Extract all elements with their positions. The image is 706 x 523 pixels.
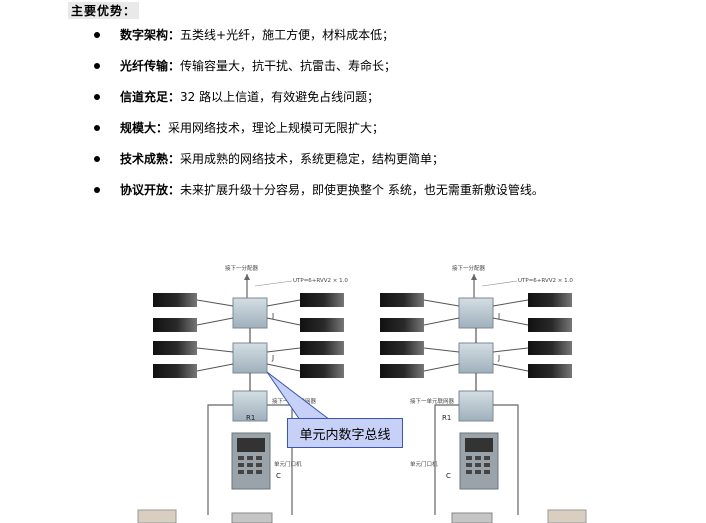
feature-desc: 五类线+光纤，施工方便，材料成本低； [180,28,395,42]
feature-term: 信道充足： [120,90,181,104]
feature-term: 技术成熟： [120,152,181,166]
left-cluster: 接下一分配器 UTP=6+RVV2 × 1.0 J J R1 接下一单元联网器 [137,264,348,523]
feature-term: 光纤传输： [120,59,181,73]
feature-item: 光纤传输：传输容量大，抗干扰、抗雷击、寿命长； [94,58,544,89]
feature-item: 协议开放：未来扩展升级十分容易，即使更换整个 系统，也无需重新敷设管线。 [94,182,544,213]
indoor-monitor [300,293,344,307]
indoor-monitor [300,341,344,355]
callout-label: 单元内数字总线 [287,418,403,448]
formula-label: UTP=6+RVV2 × 1.0 [518,278,573,284]
network-diagram: 接下一分配器 UTP=6+RVV2 × 1.0 J J R1 接下一单元联网器 [137,264,587,523]
j-label: J [497,354,500,362]
feature-item: 规模大： 采用网络技术，理论上规模可无限扩大； [94,120,544,151]
door-station-label: 单元门口机 [274,460,302,468]
switch-box [458,390,494,422]
indoor-monitor [153,318,197,332]
indoor-monitor [300,318,344,332]
power-supply [137,509,177,523]
feature-desc: 采用网络技术，理论上规模可无限扩大； [168,121,385,135]
power-supply [451,512,493,523]
indoor-monitor [528,318,572,332]
indoor-monitor [300,364,344,378]
feature-term: 规模大： [120,121,169,135]
top-label: 接下一分配器 [452,264,486,272]
j-label: J [271,312,274,320]
bullet-icon [94,125,100,131]
r1-label: R1 [246,414,255,422]
feature-term: 协议开放： [120,183,181,197]
feature-item: 信道充足：32 路以上信道，有效避免占线问题； [94,89,544,120]
feature-list: 数字架构：五类线+光纤，施工方便，材料成本低； 光纤传输：传输容量大，抗干扰、抗… [94,27,544,213]
j-label: J [497,312,500,320]
indoor-monitor [153,293,197,307]
indoor-monitor [380,293,424,307]
bullet-icon [94,63,100,69]
feature-desc: 未来扩展升级十分容易，即使更换整个 系统，也无需重新敷设管线。 [180,183,544,197]
indoor-monitor [528,341,572,355]
power-supply [547,509,587,523]
indoor-monitor [380,341,424,355]
bullet-icon [94,156,100,162]
j-label: J [271,354,274,362]
page-heading: 主要优势： [68,2,140,19]
indoor-monitor [380,318,424,332]
c-label: C [276,472,281,480]
distributor-box [232,297,268,329]
right-cluster: 接下一分配器 UTP=6+RVV2 × 1.0 J J R1 接下一单元联网器 [380,264,587,523]
feature-desc: 传输容量大，抗干扰、抗雷击、寿命长； [180,59,397,73]
bullet-icon [94,32,100,38]
indoor-monitor [528,293,572,307]
feature-term: 数字架构： [120,28,181,42]
bullet-icon [94,187,100,193]
bullet-icon [94,94,100,100]
indoor-monitor [153,341,197,355]
distributor-box [232,342,268,374]
callout-pointer [266,371,332,421]
power-supply [231,512,273,523]
switch-box [232,390,268,422]
distributor-box [458,342,494,374]
indoor-monitor [528,364,572,378]
distributor-box [458,297,494,329]
top-label: 接下一分配器 [225,264,259,272]
switch-label: 接下一单元联网器 [410,397,455,405]
feature-item: 数字架构：五类线+光纤，施工方便，材料成本低； [94,27,544,58]
r1-label: R1 [442,414,451,422]
indoor-monitor [153,364,197,378]
c-label: C [446,472,451,480]
indoor-monitor [380,364,424,378]
door-station-label: 单元门口机 [410,460,438,468]
formula-label: UTP=6+RVV2 × 1.0 [293,278,348,284]
feature-desc: 采用成熟的网络技术，系统更稳定，结构更简单； [180,152,445,166]
feature-item: 技术成熟：采用成熟的网络技术，系统更稳定，结构更简单； [94,151,544,182]
feature-desc: 32 路以上信道，有效避免占线问题； [180,90,380,104]
